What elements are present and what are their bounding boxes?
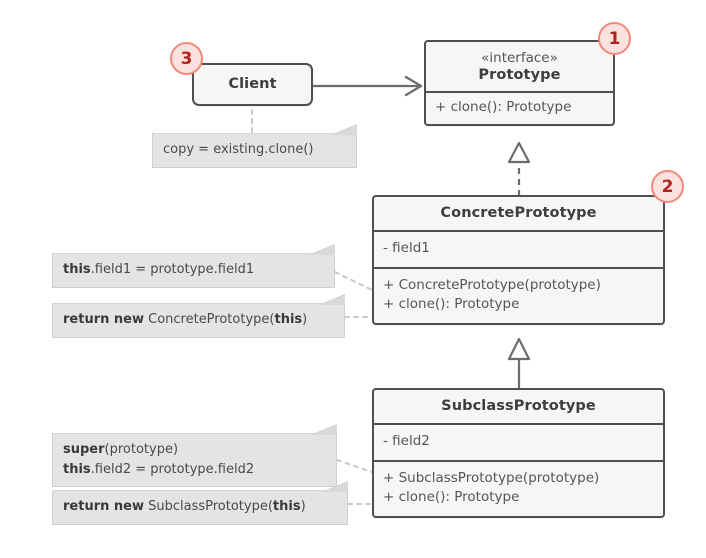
note-subclass-clone-return-text: return new SubclassPrototype(this) [63,499,306,514]
subclass-methods-compartment: + SubclassPrototype(prototype) + clone()… [374,459,663,516]
note-subclass-copy-field-line2: this.field2 = prototype.field2 [63,461,255,477]
note-fold [331,125,357,135]
note-leaders [251,109,373,505]
concrete-methods-compartment: + ConcretePrototype(prototype) + clone()… [374,266,663,323]
class-box-concrete-prototype[interactable]: ConcretePrototype - field1 + ConcretePro… [372,195,665,325]
subclass-name-compartment: SubclassPrototype [374,390,663,423]
subclass-fields-compartment: - field2 [374,423,663,460]
note-fold [311,425,337,435]
concrete-name-compartment: ConcretePrototype [374,197,663,230]
prototype-class-name: Prototype [478,67,561,84]
note-subclass-copy-field: super(prototype) this.field2 = prototype… [52,424,337,487]
subclass-field-2: - field2 [383,433,430,449]
relationship-concrete-realizes-prototype [507,141,531,196]
concrete-class-name: ConcretePrototype [440,205,597,221]
class-box-subclass-prototype[interactable]: SubclassPrototype - field2 + SubclassPro… [372,388,665,518]
prototype-methods-compartment: + clone(): Prototype [426,91,613,124]
note-subclass-copy-field-line1: super(prototype) [63,442,179,457]
concrete-method-clone: + clone(): Prototype [383,296,520,313]
client-name-compartment: Client [194,65,311,104]
client-class-name: Client [228,76,277,92]
subclass-class-name: SubclassPrototype [441,398,596,414]
concrete-field-1: - field1 [383,240,430,256]
note-fold [322,482,348,492]
class-box-prototype[interactable]: «interface» Prototype + clone(): Prototy… [424,40,615,126]
prototype-stereotype: «interface» [481,50,558,66]
badge-2[interactable]: 2 [651,170,684,203]
badge-1-label: 1 [608,28,621,49]
concrete-method-constructor: + ConcretePrototype(prototype) [383,276,601,293]
badge-3[interactable]: 3 [170,42,203,75]
prototype-name-compartment: «interface» Prototype [426,42,613,91]
note-concrete-clone-return: return new ConcretePrototype(this) [52,294,345,338]
relationship-client-to-prototype [313,75,423,97]
note-fold [319,295,345,305]
note-client-usage: copy = existing.clone() [152,124,357,168]
note-fold [309,245,335,255]
relationship-subclass-extends-concrete [507,337,531,389]
note-concrete-copy-field: this.field1 = prototype.field1 [52,244,335,288]
badge-2-label: 2 [661,176,674,197]
subclass-method-constructor: + SubclassPrototype(prototype) [383,469,600,486]
badge-3-label: 3 [180,48,193,69]
class-box-client[interactable]: Client [192,63,313,106]
note-client-usage-text: copy = existing.clone() [163,142,314,157]
prototype-method-clone: + clone(): Prototype [435,99,572,116]
note-concrete-clone-return-text: return new ConcretePrototype(this) [63,312,308,327]
badge-1[interactable]: 1 [598,22,631,55]
subclass-method-clone: + clone(): Prototype [383,489,520,506]
concrete-fields-compartment: - field1 [374,230,663,267]
note-concrete-copy-field-text: this.field1 = prototype.field1 [63,262,255,277]
note-subclass-clone-return: return new SubclassPrototype(this) [52,481,348,525]
